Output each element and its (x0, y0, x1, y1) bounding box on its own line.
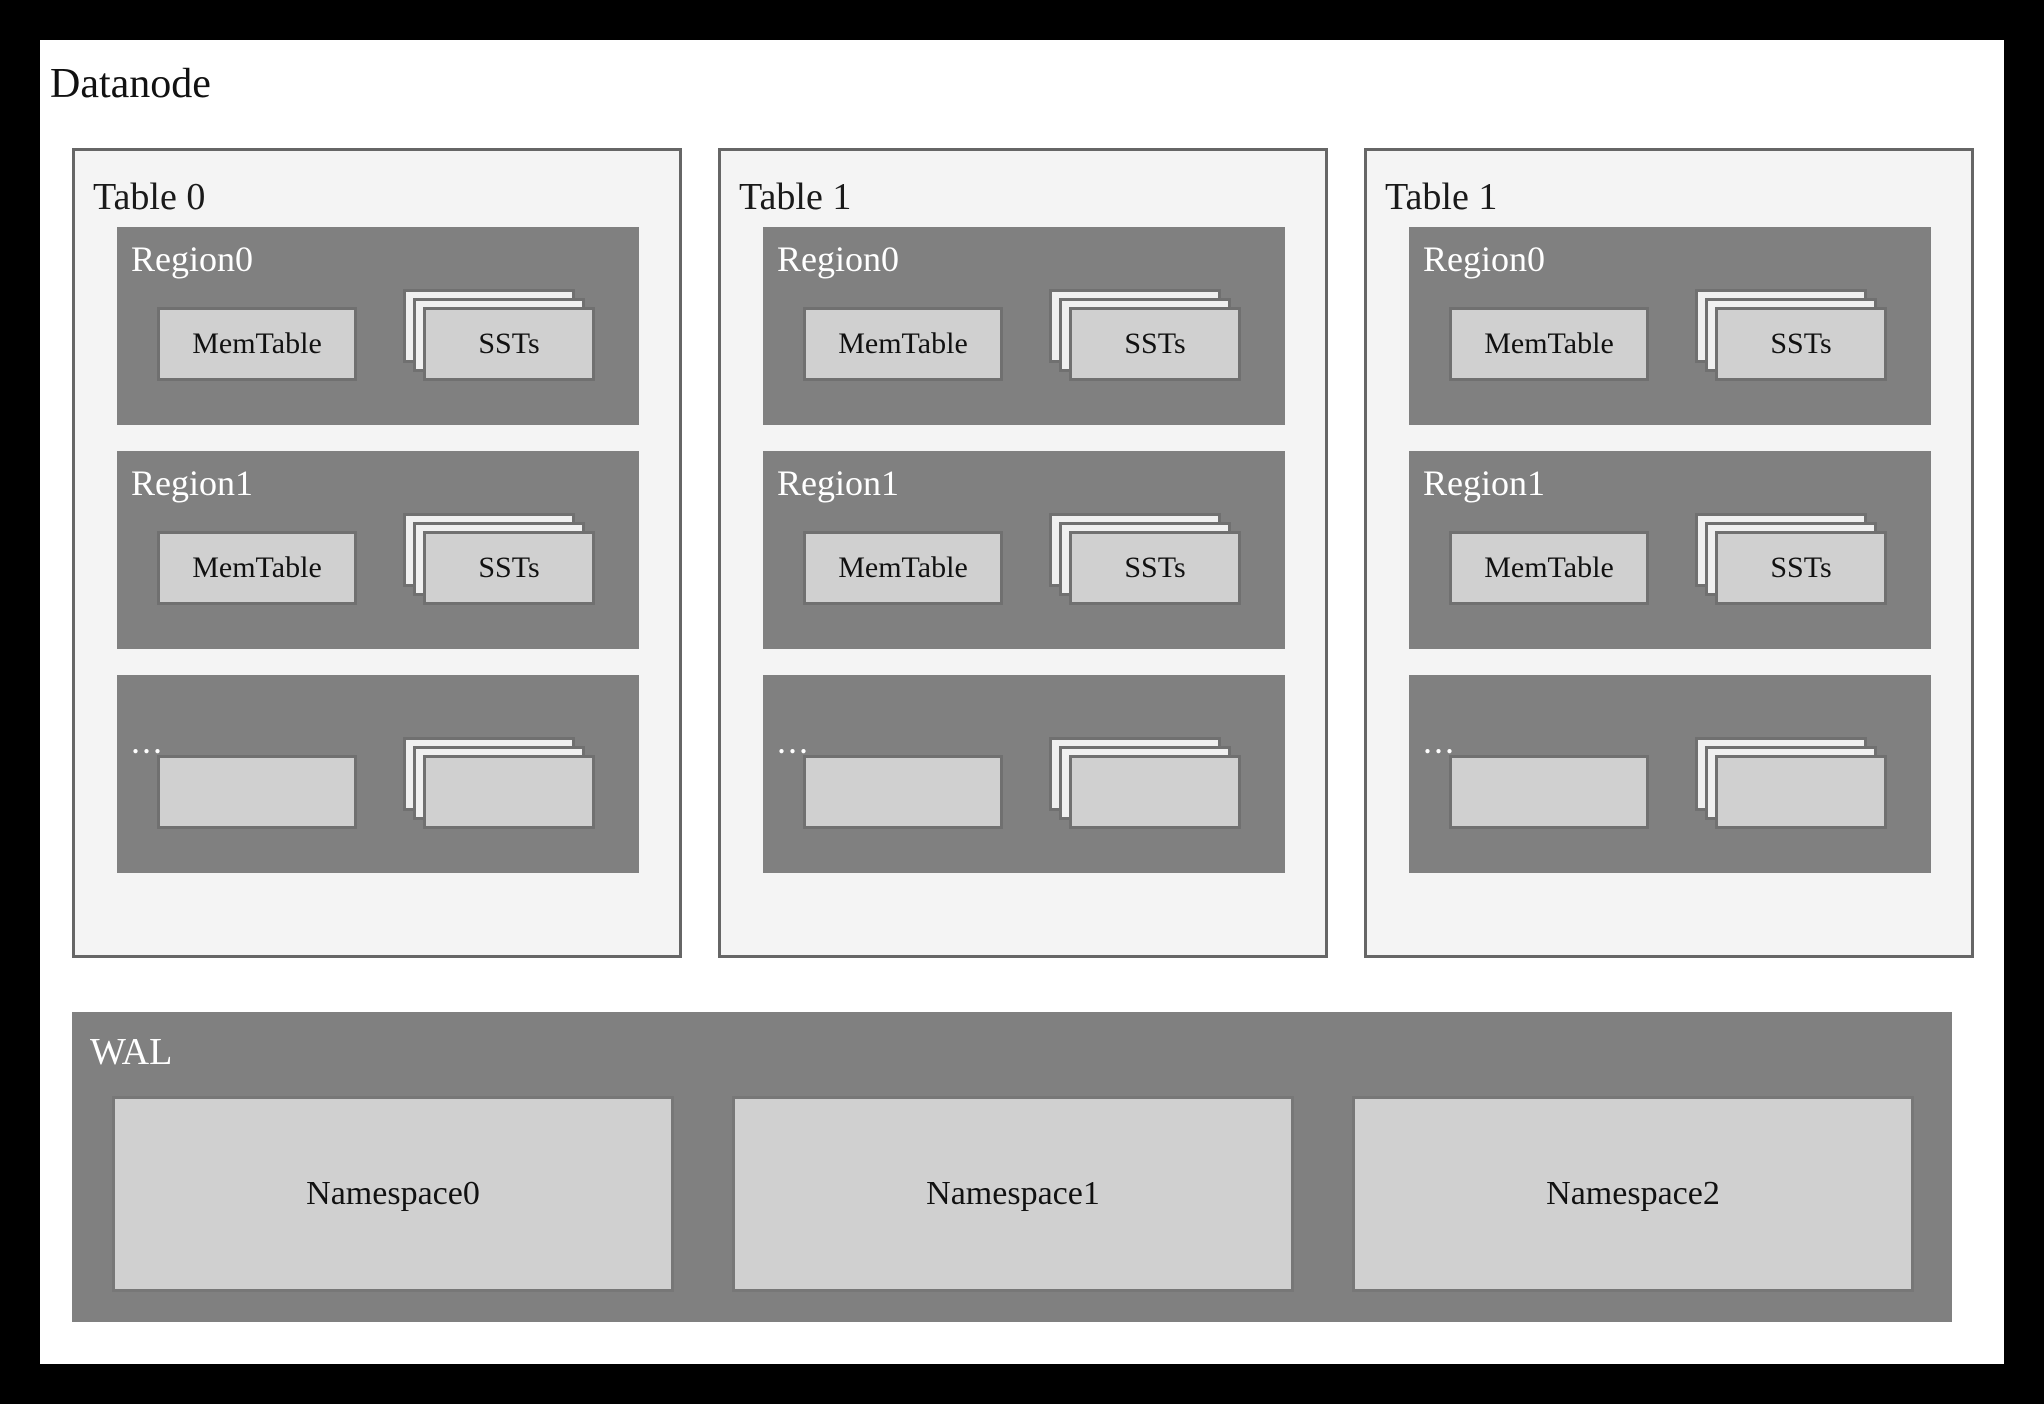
region-block-2-0[interactable]: Region0 MemTable SSTs (1409, 227, 1931, 425)
ssts-stack-1-0[interactable]: SSTs (1049, 289, 1249, 399)
tables-row: Table 0 Region0 MemTable SSTs Region1 Me… (50, 148, 1994, 988)
wal-band[interactable]: WAL Namespace0 Namespace1 Namespace2 (72, 1012, 1952, 1322)
sst-layer-front[interactable]: SSTs (1069, 531, 1241, 605)
region-label-1-2: ... (777, 721, 810, 761)
memtable-box-1-2[interactable] (803, 755, 1003, 829)
region-block-2-2[interactable]: ... (1409, 675, 1931, 873)
ssts-stack-2-1[interactable]: SSTs (1695, 513, 1895, 623)
sst-layer-front[interactable] (1715, 755, 1887, 829)
table-panel-1[interactable]: Table 1 Region0 MemTable SSTs Region1 Me… (718, 148, 1328, 958)
ssts-stack-0-0[interactable]: SSTs (403, 289, 603, 399)
region-block-1-1[interactable]: Region1 MemTable SSTs (763, 451, 1285, 649)
region-label-0-2: ... (131, 721, 164, 761)
sst-layer-front[interactable]: SSTs (1069, 307, 1241, 381)
table-label-2: Table 1 (1385, 176, 1498, 218)
wal-label: WAL (90, 1031, 173, 1073)
sst-layer-front[interactable] (423, 755, 595, 829)
region-block-2-1[interactable]: Region1 MemTable SSTs (1409, 451, 1931, 649)
memtable-box-2-1[interactable]: MemTable (1449, 531, 1649, 605)
ssts-stack-1-1[interactable]: SSTs (1049, 513, 1249, 623)
region-label-2-0: Region0 (1423, 239, 1545, 279)
memtable-box-2-0[interactable]: MemTable (1449, 307, 1649, 381)
ssts-stack-0-2[interactable] (403, 737, 603, 847)
region-block-1-0[interactable]: Region0 MemTable SSTs (763, 227, 1285, 425)
memtable-box-0-2[interactable] (157, 755, 357, 829)
ssts-stack-0-1[interactable]: SSTs (403, 513, 603, 623)
table-panel-2[interactable]: Table 1 Region0 MemTable SSTs Region1 Me… (1364, 148, 1974, 958)
region-block-0-1[interactable]: Region1 MemTable SSTs (117, 451, 639, 649)
page-title: Datanode (50, 61, 211, 107)
datanode-canvas: Datanode Table 0 Region0 MemTable SSTs R… (40, 40, 2004, 1364)
region-label-1-1: Region1 (777, 463, 899, 503)
sst-layer-front[interactable] (1069, 755, 1241, 829)
table-label-0: Table 0 (93, 176, 206, 218)
region-block-1-2[interactable]: ... (763, 675, 1285, 873)
region-label-0-1: Region1 (131, 463, 253, 503)
memtable-box-1-0[interactable]: MemTable (803, 307, 1003, 381)
region-label-2-1: Region1 (1423, 463, 1545, 503)
namespace-row: Namespace0 Namespace1 Namespace2 (112, 1096, 1914, 1292)
region-label-2-2: ... (1423, 721, 1456, 761)
region-label-0-0: Region0 (131, 239, 253, 279)
sst-layer-front[interactable]: SSTs (423, 531, 595, 605)
region-block-0-2[interactable]: ... (117, 675, 639, 873)
memtable-box-1-1[interactable]: MemTable (803, 531, 1003, 605)
region-label-1-0: Region0 (777, 239, 899, 279)
ssts-stack-2-2[interactable] (1695, 737, 1895, 847)
ssts-stack-1-2[interactable] (1049, 737, 1249, 847)
region-block-0-0[interactable]: Region0 MemTable SSTs (117, 227, 639, 425)
table-label-1: Table 1 (739, 176, 852, 218)
namespace-box-1[interactable]: Namespace1 (732, 1096, 1294, 1292)
ssts-stack-2-0[interactable]: SSTs (1695, 289, 1895, 399)
namespace-box-2[interactable]: Namespace2 (1352, 1096, 1914, 1292)
sst-layer-front[interactable]: SSTs (1715, 307, 1887, 381)
sst-layer-front[interactable]: SSTs (423, 307, 595, 381)
memtable-box-2-2[interactable] (1449, 755, 1649, 829)
memtable-box-0-1[interactable]: MemTable (157, 531, 357, 605)
sst-layer-front[interactable]: SSTs (1715, 531, 1887, 605)
memtable-box-0-0[interactable]: MemTable (157, 307, 357, 381)
table-panel-0[interactable]: Table 0 Region0 MemTable SSTs Region1 Me… (72, 148, 682, 958)
namespace-box-0[interactable]: Namespace0 (112, 1096, 674, 1292)
